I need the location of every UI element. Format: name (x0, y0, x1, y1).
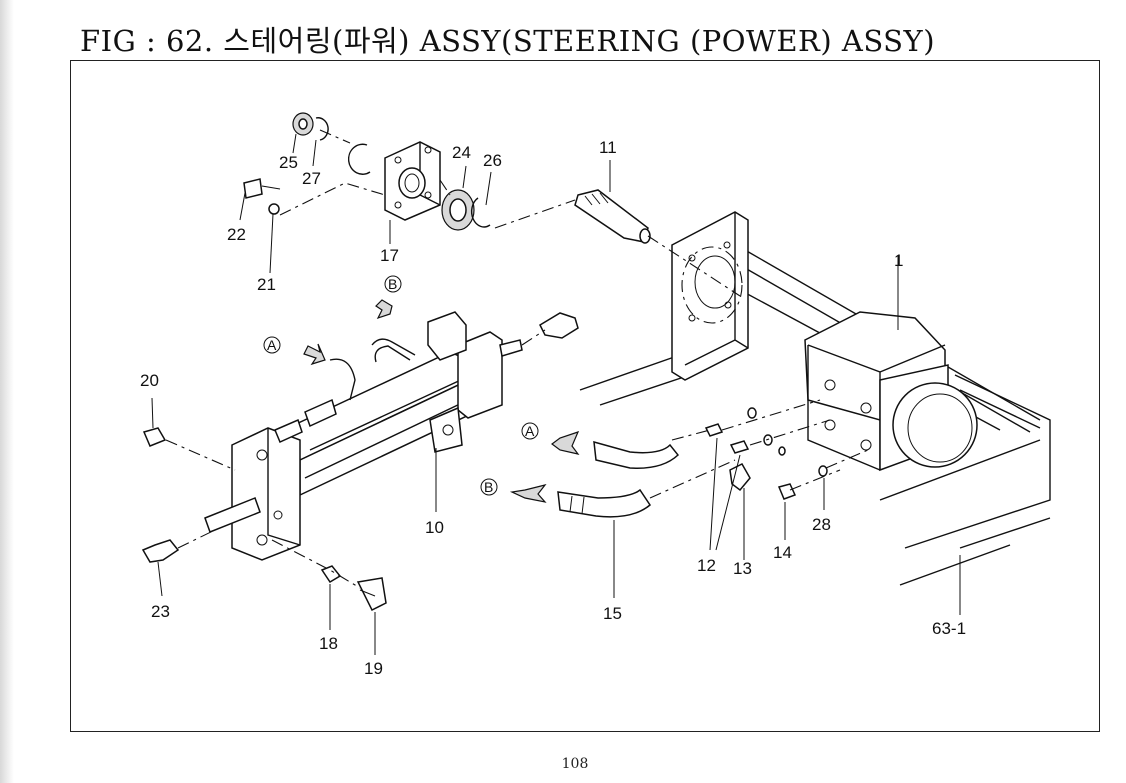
part-label-13: 13 (733, 559, 752, 578)
figure-title: FIG : 62. 스테어링(파워) ASSY(STEERING (POWER)… (80, 24, 936, 58)
part-number-labels: 25 27 24 26 22 21 17 11 1 20 10 12 13 14… (140, 138, 966, 678)
part-label-17: 17 (380, 246, 399, 265)
part-label-27: 27 (302, 169, 321, 188)
leader-lines (151, 133, 961, 655)
mounting-bracket-plate (671, 211, 749, 381)
grease-fitting-parts (141, 427, 387, 612)
page-number: 108 (561, 756, 589, 772)
part-label-10: 10 (425, 518, 444, 537)
part-label-23: 23 (151, 602, 170, 621)
vehicle-frame-rails (579, 249, 1051, 586)
part-label-1: 1 (894, 251, 903, 270)
steering-gear-box (804, 311, 978, 472)
part-label-24: 24 (452, 143, 471, 162)
flow-arrows (303, 299, 580, 503)
marker-a-lower: A (521, 422, 539, 440)
power-cylinder (204, 311, 579, 561)
part-label-20: 20 (140, 371, 159, 390)
part-label-63-1: 63-1 (932, 619, 966, 638)
part-label-26: 26 (483, 151, 502, 170)
marker-a-label: A (267, 337, 277, 353)
diagram-frame (70, 60, 1100, 732)
marker-b-lower: B (480, 478, 498, 496)
scan-edge-shadow (0, 0, 14, 783)
part-label-12: 12 (697, 556, 716, 575)
part-label-22: 22 (227, 225, 246, 244)
part-label-21: 21 (257, 275, 276, 294)
shaft-11 (574, 189, 741, 297)
marker-a-upper: A (263, 336, 281, 354)
part-label-14: 14 (773, 543, 792, 562)
part-label-19: 19 (364, 659, 383, 678)
flange-assembly-parts (243, 112, 576, 231)
part-label-11: 11 (599, 138, 617, 157)
hose-fittings (557, 399, 869, 518)
part-label-25: 25 (279, 153, 298, 172)
part-label-28: 28 (812, 515, 831, 534)
marker-b-label: B (388, 276, 397, 292)
part-label-15: 15 (603, 604, 622, 623)
marker-a-label: A (525, 423, 535, 439)
marker-b-label: B (484, 479, 493, 495)
marker-b-upper: B (384, 275, 402, 293)
part-label-18: 18 (319, 634, 338, 653)
